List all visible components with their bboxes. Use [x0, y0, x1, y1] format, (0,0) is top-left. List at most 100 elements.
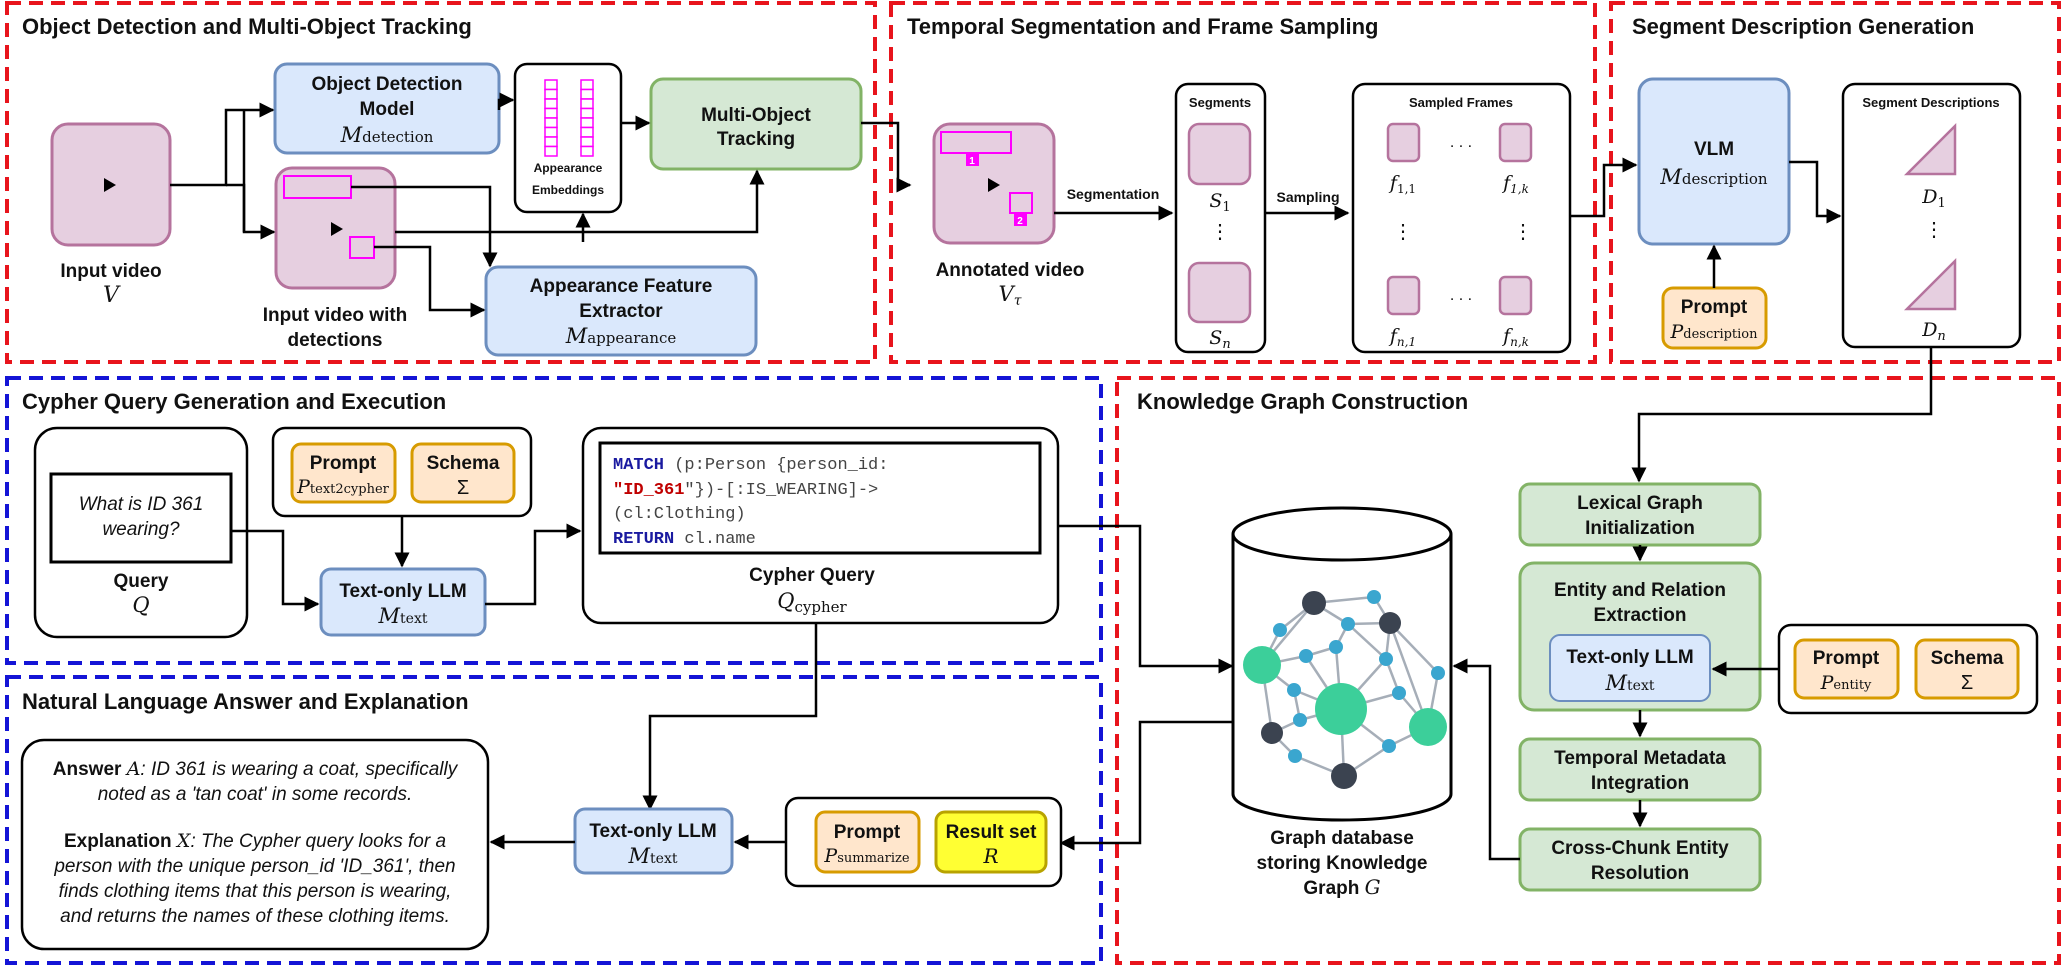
arrow-llm-to-cypher	[485, 523, 582, 606]
embedding-cell	[580, 88, 594, 100]
cypher-code-line2: "ID_361"})-[:IS_WEARING]->	[613, 481, 878, 500]
frame-1-k-label: f1,k	[1501, 172, 1529, 196]
appearance-emb-line1: Appearance	[534, 161, 603, 175]
appearance-feature-extractor-box	[484, 265, 758, 357]
frames-hdots-top: . . .	[1450, 134, 1472, 151]
entity-prompt-symbol: Pentity	[1820, 672, 1872, 694]
cypher-code-line1: MATCH (p:Person {person_id:	[613, 456, 888, 475]
graph-database-node: Graph database storing Knowledge Graph G	[1231, 506, 1453, 899]
detection-section-title: Object Detection and Multi-Object Tracki…	[22, 14, 472, 39]
segments-node: Segments S1 ⋮ Sn	[1174, 82, 1267, 354]
description-1-icon	[1903, 122, 1957, 176]
answer-section-title: Natural Language Answer and Explanation	[22, 689, 469, 714]
frame-n-k-thumbnail	[1498, 275, 1533, 316]
entity-schema-symbol: Σ	[1961, 672, 1973, 694]
explanation-line4: and returns the names of these clothing …	[60, 906, 450, 927]
graph-node	[1243, 646, 1281, 684]
graph-node	[1341, 617, 1355, 631]
result-set-box	[934, 810, 1048, 874]
arrow-box2-to-afe	[374, 245, 486, 318]
lexical-line2: Initialization	[1585, 518, 1695, 539]
text2cypher-schema-label: Schema	[427, 453, 500, 474]
frames-title: Sampled Frames	[1409, 95, 1513, 110]
graph-node	[1315, 683, 1367, 735]
description-prompt-symbol: Pdescription	[1669, 321, 1758, 343]
frames-vdots-left: ⋮	[1393, 221, 1413, 243]
frame-n-k-label: fn,k	[1501, 325, 1529, 349]
description-prompt-label: Prompt	[1681, 297, 1748, 318]
summarize-prompt-label: Prompt	[834, 822, 901, 843]
appearance-embeddings-node: Appearance Embeddings	[513, 62, 623, 214]
arrow-input-to-od	[170, 102, 275, 187]
play-icon	[331, 222, 343, 236]
embedding-cell	[580, 79, 594, 91]
cypher-query-label: Cypher Query	[749, 565, 875, 586]
query-label: Query	[114, 571, 169, 592]
appearance-feature-extractor-node: Appearance Feature Extractor Mappearance	[484, 265, 758, 357]
track-id-1: 1	[969, 156, 975, 167]
arrow-input-to-detections	[226, 183, 276, 240]
arrow-graphdb-to-resultset	[1059, 720, 1233, 851]
cypher-query-node: MATCH (p:Person {person_id: "ID_361"})-[…	[581, 426, 1060, 625]
cypher-section-title: Cypher Query Generation and Execution	[22, 389, 446, 414]
crosschunk-line1: Cross-Chunk Entity	[1551, 838, 1729, 859]
segments-vdots: ⋮	[1210, 221, 1230, 243]
vlm-node: VLM Mdescription	[1637, 77, 1791, 246]
arrow-od-to-embeddings	[497, 92, 515, 110]
query-symbol: Q	[132, 593, 149, 617]
graph-node	[1288, 749, 1302, 763]
prompt-schema-node: Prompt Ptext2cypher Schema Σ	[271, 426, 533, 518]
frame-1-k-thumbnail	[1498, 122, 1533, 163]
embedding-cell	[544, 136, 558, 148]
graph-node	[1409, 708, 1447, 746]
afe-line2: Extractor	[579, 301, 663, 322]
frames-hdots-bottom: . . .	[1450, 287, 1472, 304]
description-prompt-node: Prompt Pdescription	[1661, 286, 1768, 350]
vlm-box	[1637, 77, 1791, 246]
text2cypher-prompt-box	[290, 442, 397, 504]
temporal-line2: Integration	[1591, 773, 1689, 794]
graph-db-label-line3: Graph G	[1303, 875, 1380, 899]
kg-section-title: Knowledge Graph Construction	[1137, 389, 1468, 414]
arrow-cypher-to-answer-llm	[642, 623, 818, 811]
track-id-2: 2	[1017, 216, 1023, 227]
play-icon	[988, 178, 1000, 192]
detections-label-line1: Input video with	[263, 305, 408, 326]
sampling-label: Sampling	[1276, 189, 1339, 205]
entity-llm-box	[1549, 634, 1711, 702]
segment-1-thumbnail	[1187, 122, 1252, 186]
detections-label-line2: detections	[287, 330, 382, 351]
description-section-frame	[1609, 1, 2061, 364]
graph-node	[1287, 683, 1301, 697]
appearance-emb-line2: Embeddings	[532, 183, 604, 197]
text2cypher-prompt-symbol: Ptext2cypher	[296, 476, 390, 498]
graph-node	[1367, 590, 1381, 604]
graph-node	[1273, 623, 1287, 637]
segmentation-label: Segmentation	[1067, 186, 1160, 202]
description-n-icon	[1903, 257, 1957, 311]
query-text-line1: What is ID 361	[79, 494, 204, 515]
embedding-cell	[580, 126, 594, 138]
arrow-mot-to-annotated	[861, 121, 912, 193]
kg-section-frame	[1115, 376, 2061, 965]
entity-line1: Entity and Relation	[1554, 580, 1726, 601]
cypher-code-box	[598, 441, 1042, 555]
detections-video-node: Input video with detections	[263, 166, 408, 351]
embedding-cell	[544, 107, 558, 119]
entity-extraction-node: Entity and Relation Extraction Text-only…	[1518, 561, 1762, 712]
query-text-line2: wearing?	[102, 519, 180, 540]
graph-edge	[1389, 622, 1439, 674]
entity-llm-label: Text-only LLM	[1566, 647, 1693, 668]
query-node: What is ID 361 wearing? Query Q	[33, 426, 249, 639]
summarize-prompt-result-node: Prompt Psummarize Result set R	[784, 796, 1063, 888]
entity-schema-box	[1914, 638, 2020, 700]
embedding-cell	[580, 98, 594, 110]
embedding-cell	[544, 98, 558, 110]
answer-llm-node: Text-only LLM Mtext	[573, 807, 734, 875]
entity-schema-label: Schema	[1931, 648, 2004, 669]
text2cypher-llm-symbol: Mtext	[378, 604, 428, 628]
arrow-detections-to-mot	[395, 169, 765, 234]
graph-node	[1392, 686, 1406, 700]
cross-chunk-node: Cross-Chunk Entity Resolution	[1518, 827, 1762, 892]
